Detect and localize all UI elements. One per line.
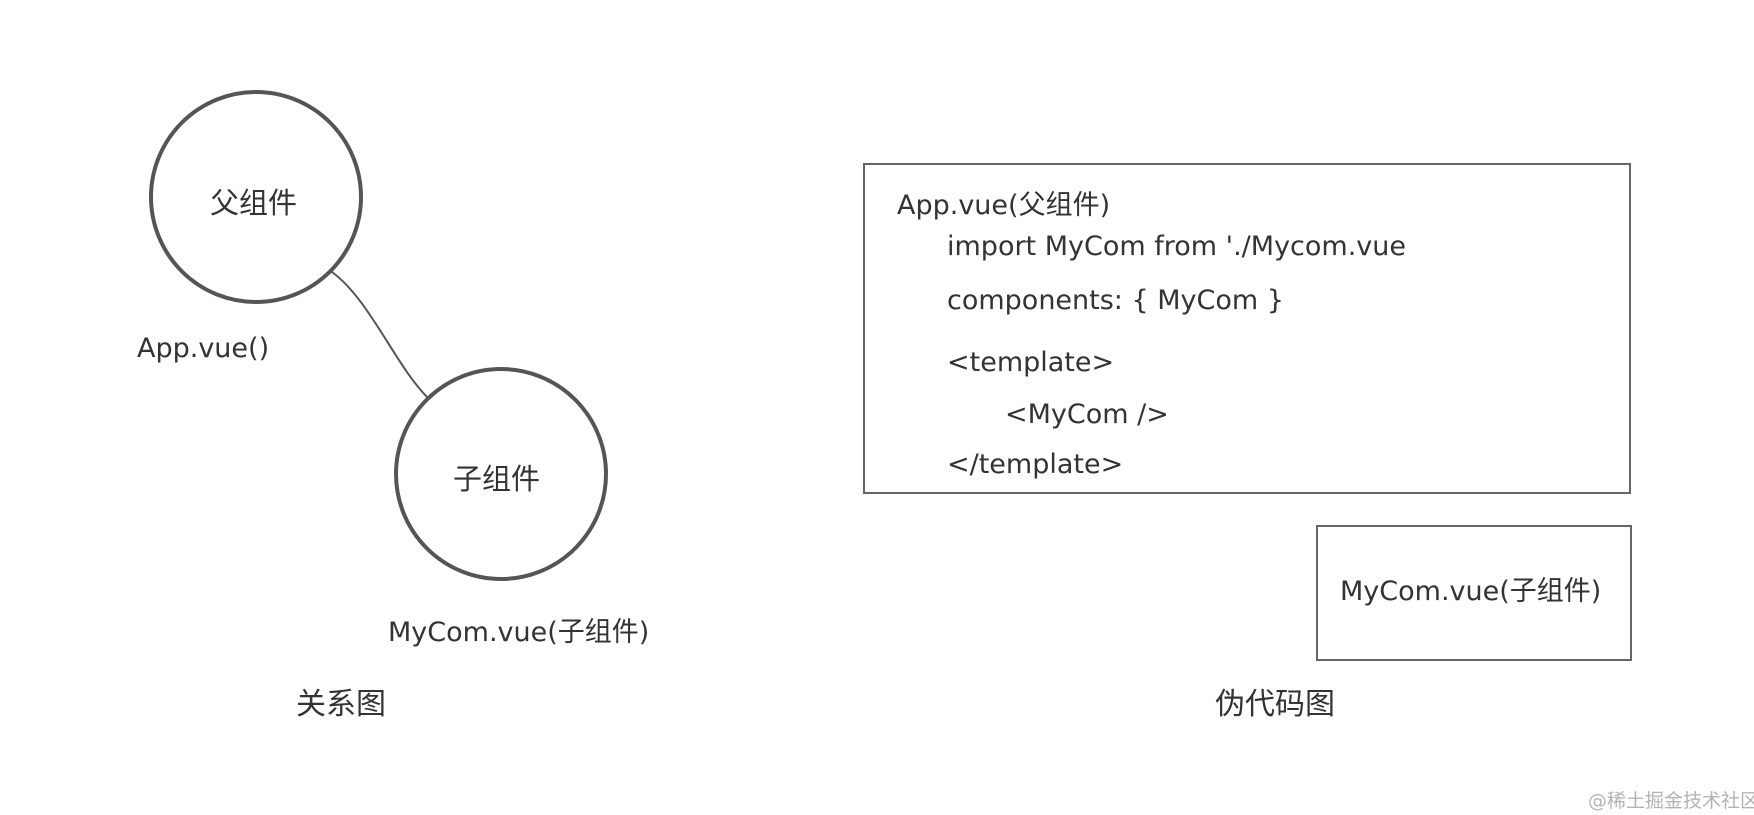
parent-child-connector [331,271,429,399]
code-box-header: App.vue(父组件) [897,190,1111,221]
template-close-tag: </template> [947,449,1124,480]
mycom-component-tag: <MyCom /> [1005,399,1169,430]
child-node-circle [394,367,608,581]
pseudocode-diagram-title: 伪代码图 [1215,687,1335,722]
parent-caption: App.vue() [137,333,270,364]
parent-code-box: App.vue(父组件) import MyCom from './Mycom.… [863,163,1631,494]
watermark: @稀土掘金技术社区 [1588,790,1754,812]
child-caption: MyCom.vue(子组件) [388,617,650,648]
import-line: import MyCom from './Mycom.vue [947,231,1406,262]
child-component-box: MyCom.vue(子组件) [1316,525,1632,661]
components-line: components: { MyCom } [947,285,1284,316]
template-open-tag: <template> [947,347,1115,378]
child-box-label: MyCom.vue(子组件) [1340,576,1602,607]
parent-node-label: 父组件 [210,186,298,220]
child-node-label: 子组件 [453,462,541,496]
relation-diagram-title: 关系图 [296,687,386,722]
parent-node-circle [149,90,363,304]
